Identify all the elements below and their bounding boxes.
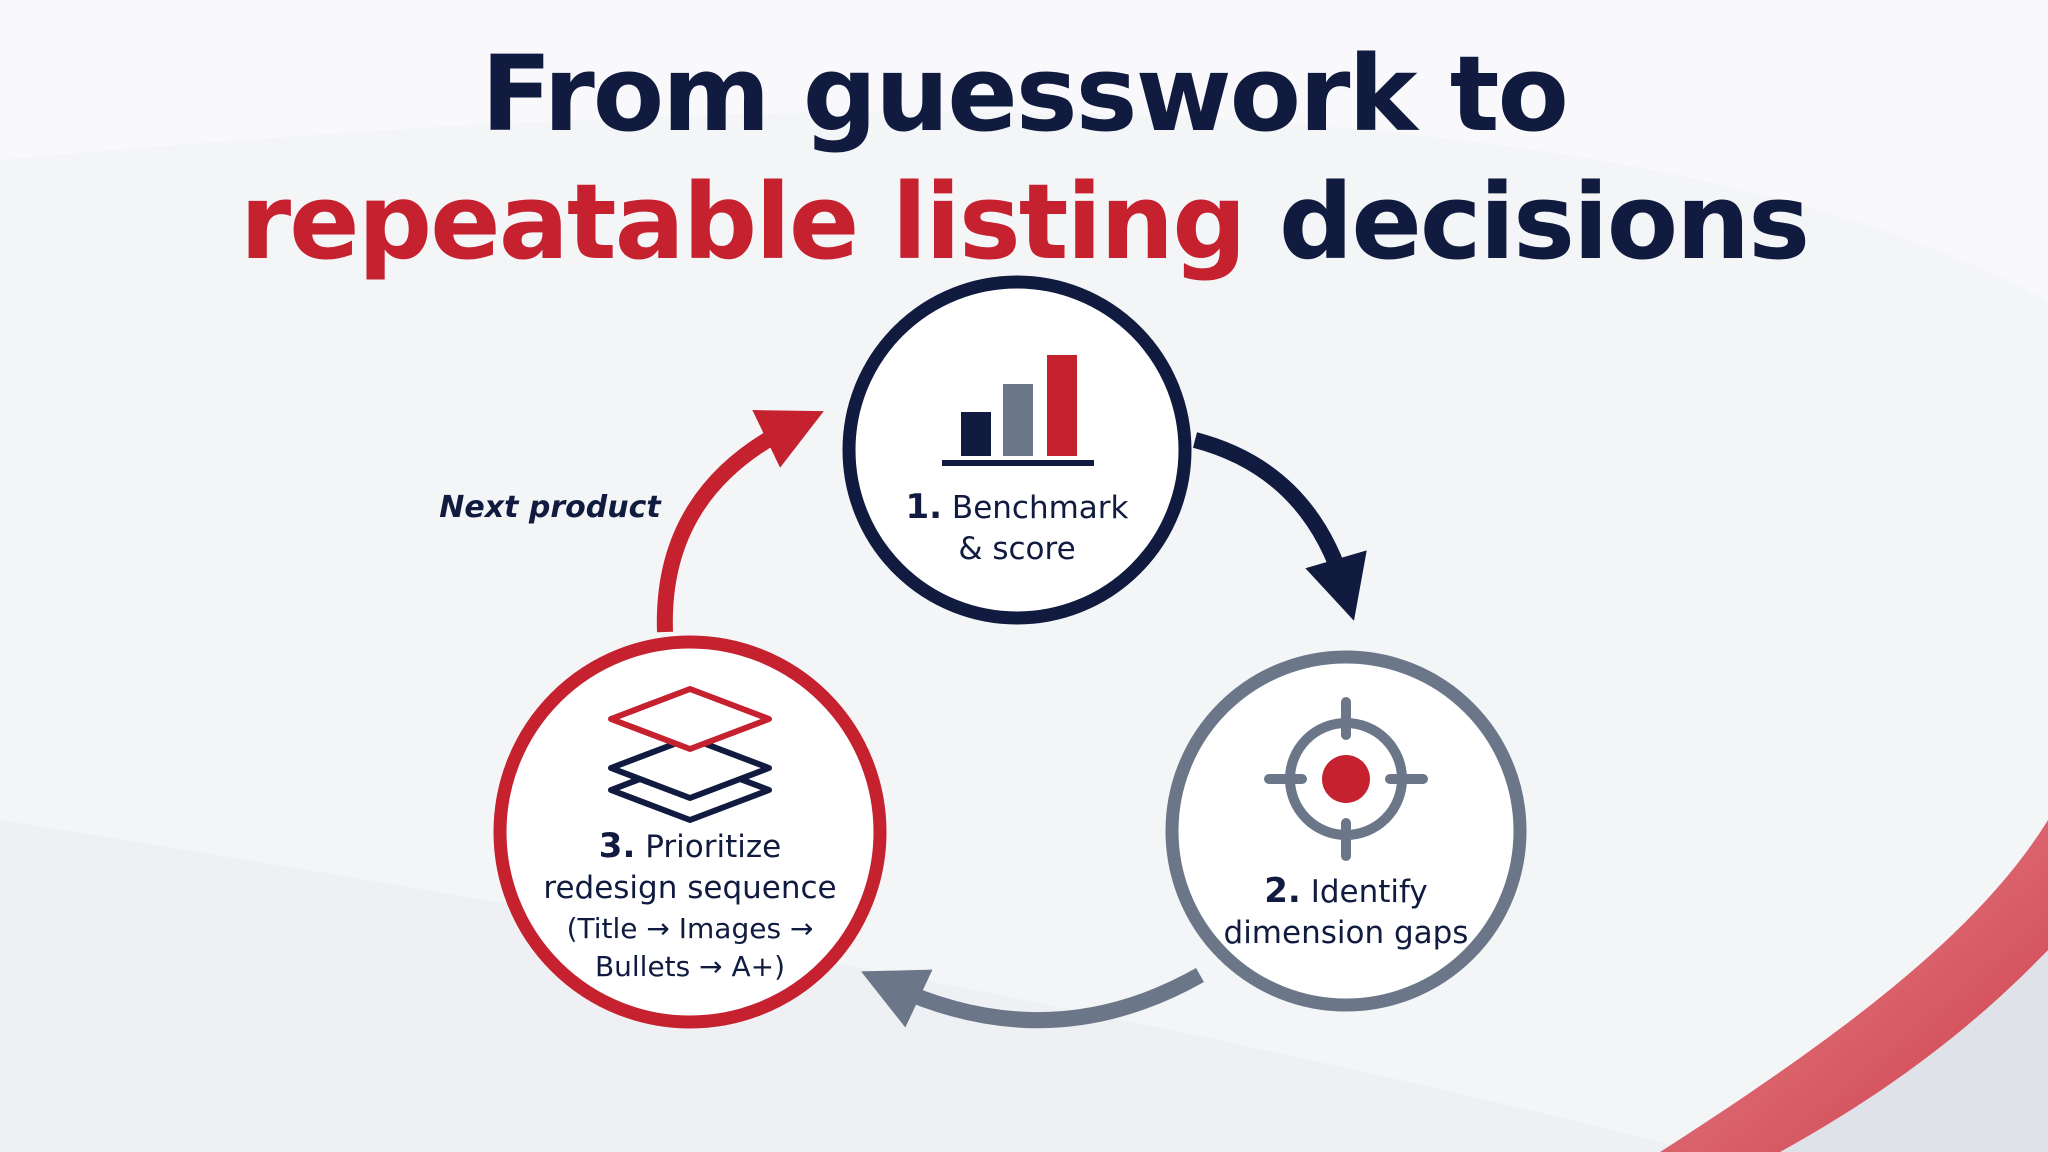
arrow-step1-to-step2 [1192,432,1367,621]
step-3-label: 3. Prioritize redesign sequence (Title →… [520,826,860,987]
step-2-number: 2. [1264,871,1301,911]
title-line-1: From guesswork to [481,33,1569,155]
step-3-ring [493,635,887,1029]
step-3-detail-line-2: Bullets → A+) [594,950,786,983]
step-3-name-line-1: Prioritize [645,829,782,865]
step-1-name-line-1: Benchmark [951,490,1129,526]
step-1-name-line-2: & score [958,531,1076,567]
step-3-number: 3. [598,826,636,866]
title-accent-text: repeatable listing [239,161,1247,283]
page-title: From guesswork to repeatable listing dec… [0,30,2048,286]
title-rest-text: decisions [1278,161,1810,283]
step-1-label: 1. Benchmark & score [877,487,1157,570]
step-2-name-line-2: dimension gaps [1223,915,1469,951]
target-icon [1264,697,1428,861]
stacked-layers-icon [608,686,772,823]
bar-chart-icon [942,355,1094,466]
step-3-detail-line-1: (Title → Images → [566,912,814,945]
step-1-number: 1. [905,487,943,527]
step-2-name-line-1: Identify [1310,874,1428,910]
step-2-label: 2. Identify dimension gaps [1196,871,1496,954]
title-line-2: repeatable listing decisions [0,158,2048,286]
step-3-name-line-2: redesign sequence [543,870,837,906]
arrow-next-product [656,410,824,633]
next-product-label: Next product [439,490,661,525]
arrow-step2-to-step3 [861,968,1204,1029]
